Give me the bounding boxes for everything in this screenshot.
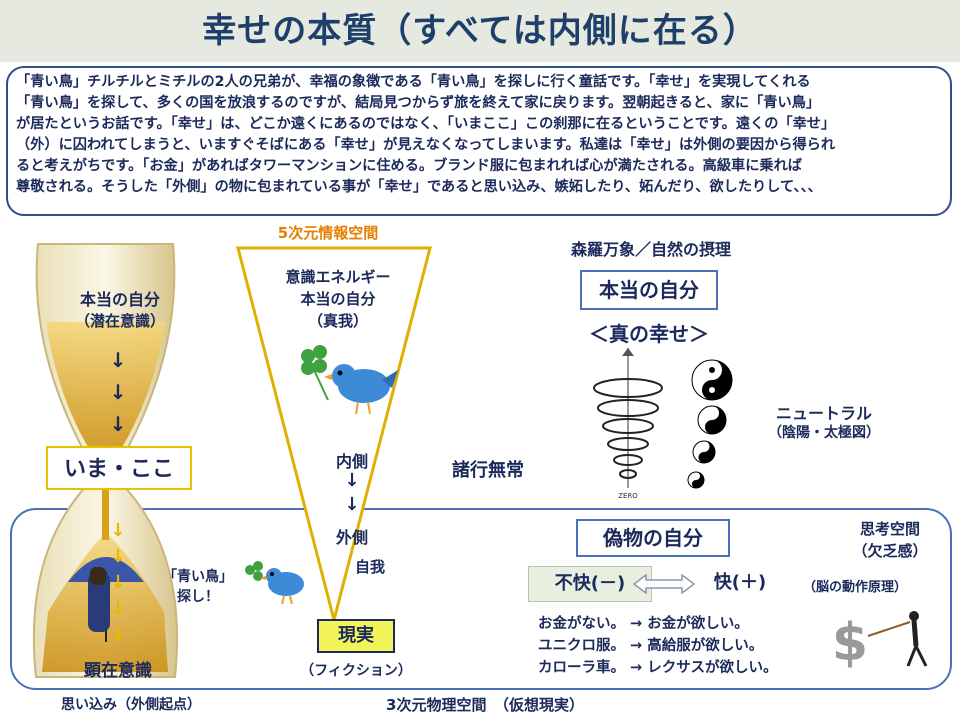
reality-box: 現実 — [317, 619, 395, 653]
comfort-label: 快(＋) — [713, 572, 767, 593]
inner-label: 内側 — [335, 452, 368, 471]
conscious-label: 顕在意識 — [84, 661, 152, 681]
sand-stream — [102, 460, 109, 540]
consciousness-energy-label: 意識エネルギー — [285, 268, 391, 286]
belief-caption: 思い込み（外側起点） — [61, 697, 201, 713]
blue-bird-search-label: 「青い鳥」 — [163, 569, 233, 585]
hourglass-top-label: 本当の自分 — [79, 290, 160, 309]
blue-bird-clover-icon — [301, 345, 398, 415]
thinking-space-label: 思考空間 — [859, 520, 920, 538]
umbrella — [68, 557, 144, 582]
example-line: ユニクロ服。 → 高給服が欲しい。 — [538, 638, 764, 654]
true-self-box: 本当の自分 — [580, 270, 718, 310]
page-title: 幸せの本質（すべては内側に在る） — [0, 0, 960, 62]
now-here-box: いま・ここ — [46, 446, 192, 490]
intro-text-box: 「青い鳥」チルチルとミチルの2人の兄弟が、幸福の象徴である「青い鳥」を探しに行く… — [6, 66, 952, 216]
yin-yang-label: （陰陽・太極図） — [768, 425, 880, 441]
small-blue-bird-icon — [245, 561, 304, 605]
spiral-vortex-icon: ZERO — [593, 348, 663, 500]
down-arrow: ↓ — [109, 412, 127, 436]
inner-outer-arrow: ↓ — [344, 470, 360, 491]
girl-figure — [88, 572, 110, 632]
gold-down-arrow: ↓ — [110, 520, 126, 541]
gold-down-arrow: ↓ — [110, 624, 126, 645]
gold-down-arrow: ↓ — [110, 546, 126, 567]
double-arrow-icon — [632, 573, 696, 595]
yin-yang-icons — [687, 359, 733, 489]
false-self-box: 偽物の自分 — [576, 519, 730, 557]
blue-bird-search-label-2: 探し！ — [177, 589, 219, 605]
true-ego-label: （真我） — [307, 312, 368, 330]
down-arrow: ↓ — [109, 348, 127, 372]
ego-label: 自我 — [354, 558, 385, 576]
example-line: お金がない。 → お金が欲しい。 — [538, 616, 749, 632]
intro-line: 尊敬される。そうした「外側」の物に包まれている事が「幸せ」であると思い込み、嫉妬… — [16, 179, 822, 195]
hourglass-top-sand — [46, 322, 165, 460]
dollar-chase-icon: $ — [832, 611, 928, 673]
example-line: カローラ車。 → レクサスが欲しい。 — [538, 660, 778, 676]
true-happiness-label: ＜真の幸せ＞ — [589, 322, 709, 346]
natural-law-label: 森羅万象／自然の摂理 — [570, 240, 731, 259]
discomfort-box: 不快(－) — [528, 566, 652, 602]
zero-label: ZERO — [618, 492, 638, 500]
hourglass-illustration — [32, 243, 179, 678]
intro-line: が居たというお話です。「幸せ」は、どこか遠くにあるのではなく、「いまここ」この刹… — [16, 116, 836, 132]
intro-line: 「青い鳥」チルチルとミチルの2人の兄弟が、幸福の象徴である「青い鳥」を探しに行く… — [16, 74, 811, 90]
intro-line: 「青い鳥」を探して、多くの国を放浪するのですが、結局見つからず旅を終えて家に戻り… — [16, 95, 821, 111]
lack-label: （欠乏感） — [852, 542, 928, 560]
fiction-label: （フィクション） — [300, 663, 412, 679]
triangle-shape — [236, 246, 432, 621]
intro-line: ると考えがちです。「お金」があればタワーマンションに住める。ブランド服に包まれれ… — [16, 158, 802, 174]
gold-down-arrow: ↓ — [110, 572, 126, 593]
hourglass-subconscious-label: （潜在意識） — [74, 312, 165, 330]
intro-line: （外）に囚われてしまうと、いますぐそばにある「幸せ」が見えなくなってしまいます。… — [16, 137, 836, 153]
five-d-space-label: 5次元情報空間 — [277, 224, 379, 242]
brain-principle-label: （脳の動作原理） — [802, 580, 907, 595]
gold-down-arrow: ↓ — [110, 598, 126, 619]
neutral-label: ニュートラル — [775, 404, 872, 423]
impermanence-label: 諸行無常 — [452, 460, 524, 481]
physical-space-label: 3次元物理空間 （仮想現実） — [386, 696, 584, 714]
outer-label: 外側 — [335, 528, 368, 547]
down-arrow: ↓ — [109, 380, 127, 404]
inner-outer-arrow: ↓ — [344, 494, 360, 515]
dollar-icon: $ — [832, 613, 868, 673]
true-self-label: 本当の自分 — [300, 290, 376, 308]
physical-space-box — [10, 508, 952, 690]
